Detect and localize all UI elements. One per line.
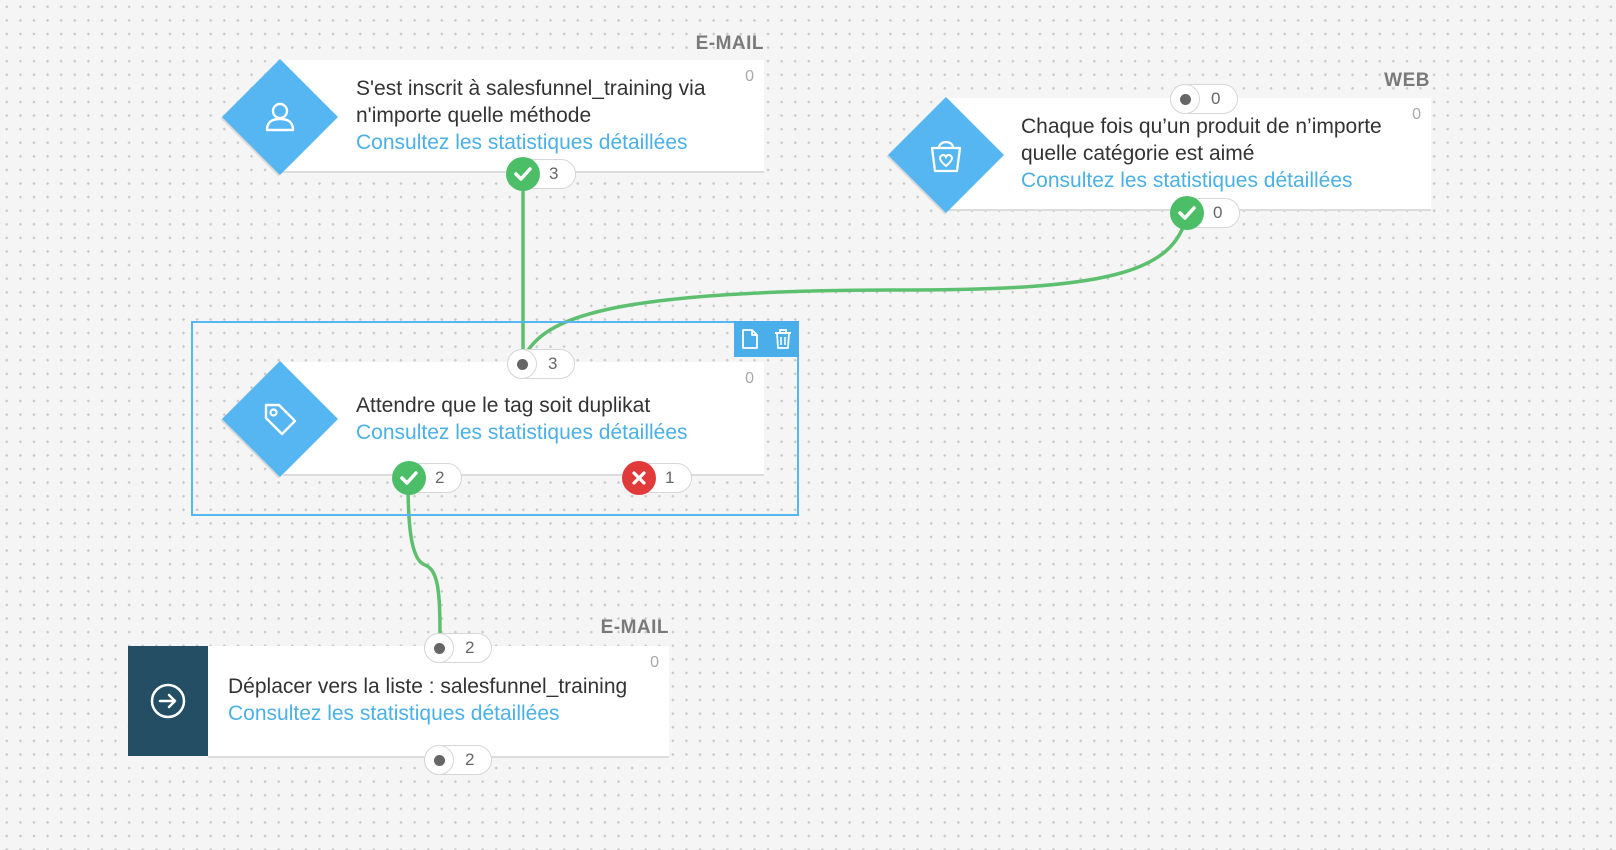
- stats-link[interactable]: Consultez les statistiques détaillées: [1021, 169, 1353, 192]
- check-icon: [506, 157, 540, 191]
- pill-count: 2: [465, 750, 475, 769]
- node-counter: 0: [650, 654, 659, 671]
- selection-outline: [191, 321, 799, 516]
- input-handle[interactable]: [1170, 84, 1200, 114]
- output-pill-success[interactable]: 2: [392, 461, 462, 495]
- node-counter: 0: [745, 68, 754, 85]
- input-handle[interactable]: [424, 633, 454, 663]
- node-title: Chaque fois qu’un produit de n’importe q…: [1021, 115, 1382, 165]
- node-title: S'est inscrit à salesfunnel_training via…: [356, 77, 706, 127]
- output-pill-failure[interactable]: 1: [622, 461, 692, 495]
- check-icon: [392, 461, 426, 495]
- dot-icon: [433, 642, 445, 654]
- pill-count: 3: [549, 164, 559, 183]
- tag-icon: [264, 403, 297, 436]
- input-pill[interactable]: 0: [1170, 84, 1238, 114]
- dot-icon: [1179, 93, 1191, 105]
- pill-count: 3: [548, 354, 558, 373]
- dot-icon: [433, 754, 445, 766]
- pill-count: 2: [465, 638, 475, 657]
- node-counter: 0: [1412, 106, 1421, 123]
- node-title: Attendre que le tag soit duplikat: [356, 394, 651, 417]
- dot-icon: [516, 358, 528, 370]
- trash-icon[interactable]: [771, 327, 795, 351]
- action-card-move-list[interactable]: 0 Déplacer vers la liste : salesfunnel_t…: [208, 646, 669, 756]
- node-title: Déplacer vers la liste : salesfunnel_tra…: [228, 675, 628, 698]
- node-counter: 0: [745, 370, 754, 387]
- output-pill-success[interactable]: 0: [1170, 196, 1240, 230]
- pill-count: 0: [1213, 203, 1223, 222]
- channel-label-email: E-MAIL: [600, 617, 669, 638]
- pill-count: 1: [665, 468, 675, 487]
- input-pill[interactable]: 3: [507, 349, 575, 379]
- trigger-card-product-liked[interactable]: 0 Chaque fois qu’un produit de n’importe…: [947, 98, 1431, 209]
- output-pill-success[interactable]: 3: [506, 157, 576, 191]
- copy-icon[interactable]: [738, 327, 762, 351]
- stats-link[interactable]: Consultez les statistiques détaillées: [228, 702, 560, 725]
- input-handle[interactable]: [507, 349, 537, 379]
- pill-count: 2: [435, 468, 445, 487]
- channel-label-web: WEB: [1384, 70, 1430, 91]
- pill-count: 0: [1211, 89, 1221, 108]
- output-pill[interactable]: 2: [424, 745, 492, 775]
- condition-card-wait-tag[interactable]: 0 Attendre que le tag soit duplikat Cons…: [283, 362, 764, 474]
- user-icon: [265, 102, 295, 132]
- stats-link[interactable]: Consultez les statistiques détaillées: [356, 131, 688, 154]
- shopping-bag-heart-icon: [930, 140, 962, 173]
- stats-link[interactable]: Consultez les statistiques détaillées: [356, 421, 688, 444]
- node-icon-square: [128, 646, 208, 756]
- check-icon: [1170, 196, 1204, 230]
- output-handle[interactable]: [424, 745, 454, 775]
- trigger-card-subscribed[interactable]: 0 S'est inscrit à salesfunnel_training v…: [283, 60, 764, 171]
- channel-label-email: E-MAIL: [695, 33, 764, 54]
- input-pill[interactable]: 2: [424, 633, 492, 663]
- close-icon: [622, 461, 656, 495]
- node-toolbar: [734, 321, 799, 357]
- arrow-right-circle-icon: [150, 683, 186, 719]
